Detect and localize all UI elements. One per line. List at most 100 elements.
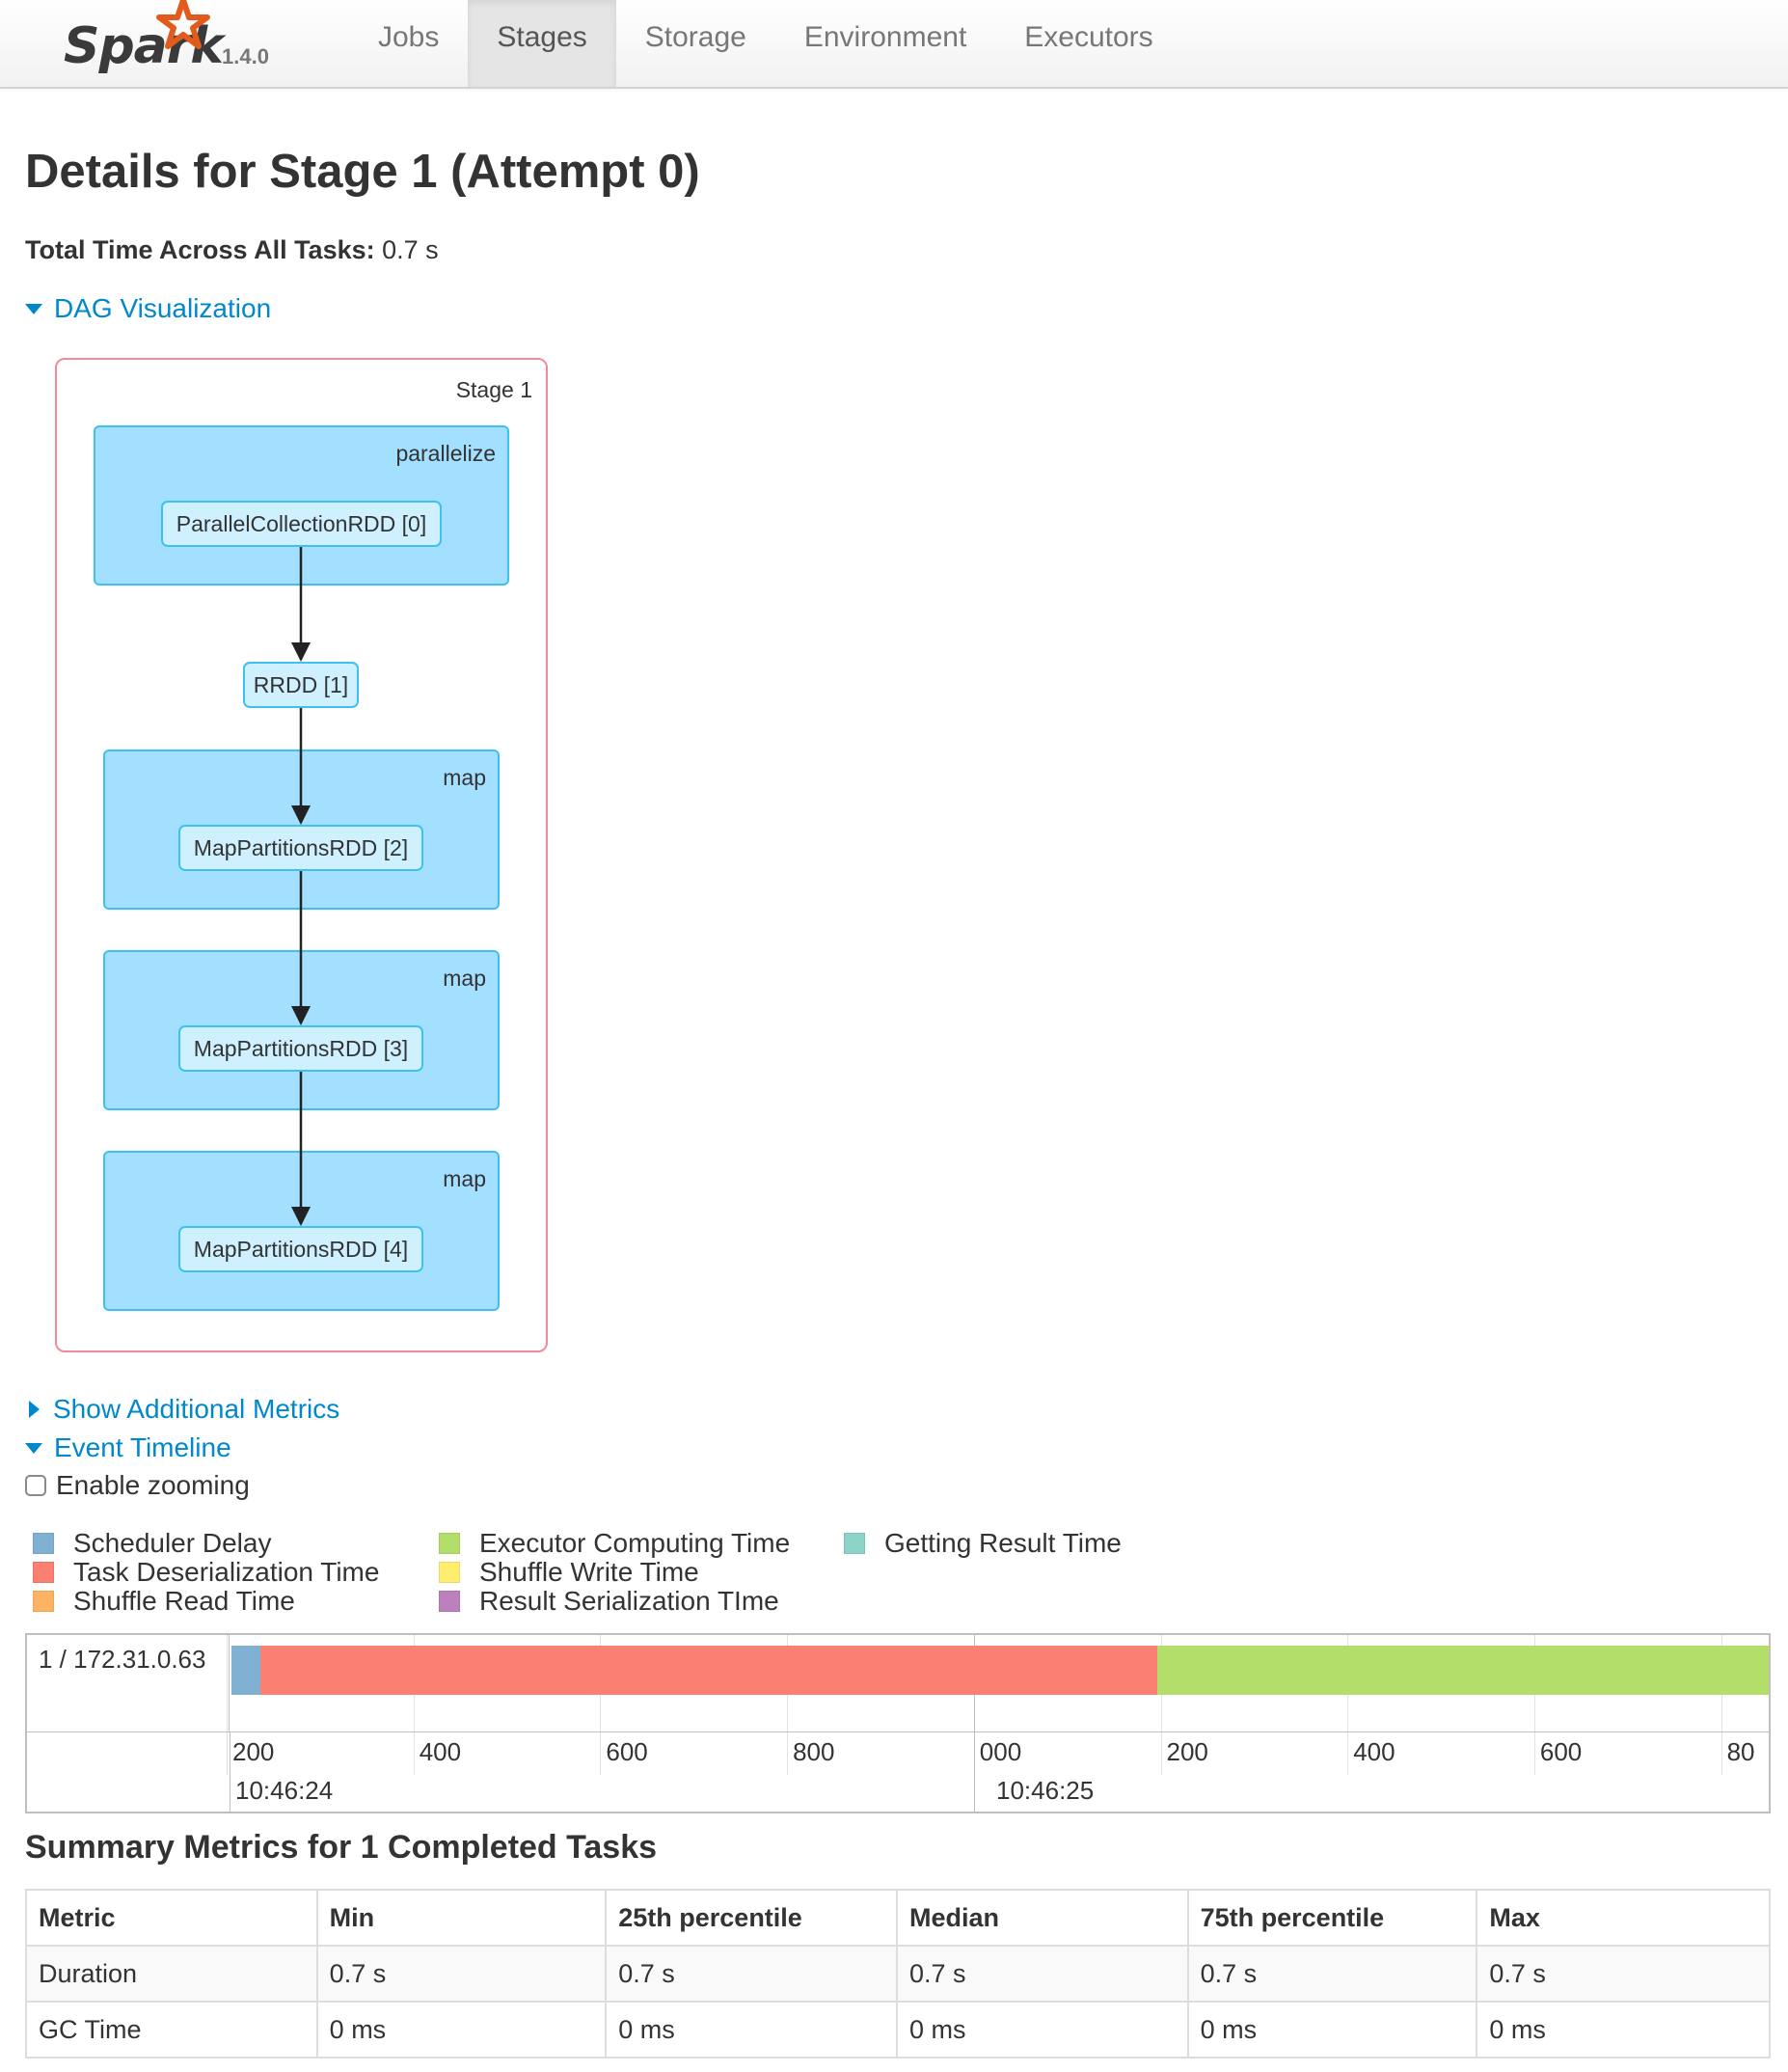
legend-swatch xyxy=(33,1591,54,1612)
spark-logo[interactable]: Spark 1.4.0 xyxy=(60,0,291,87)
cluster-label: map xyxy=(443,1166,486,1191)
timeline-gridline xyxy=(1533,1635,1535,1775)
timeline-gridline xyxy=(1347,1635,1349,1775)
event-timeline[interactable]: 1 / 172.31.0.63 200 400 600 800 000 200 400 600… xyxy=(25,1633,1771,1813)
event-timeline-toggle[interactable]: Event Timeline xyxy=(25,1432,231,1463)
table-cell: 0 ms xyxy=(605,2001,898,2058)
legend-label: Shuffle Read Time xyxy=(73,1586,295,1616)
legend-swatch xyxy=(439,1533,460,1554)
summary-metrics-table: Metric Min 25th percentile Median 75th p… xyxy=(25,1889,1771,2058)
timeline-tick-label: 400 xyxy=(419,1737,462,1766)
legend-executor-computing: Executor Computing Time xyxy=(439,1528,790,1559)
table-cell: 0.7 s xyxy=(895,1945,1189,2003)
legend-shuffle-read: Shuffle Read Time xyxy=(33,1586,295,1617)
column-header-metric[interactable]: Metric xyxy=(25,1889,318,1947)
timeline-tick-label: 400 xyxy=(1353,1737,1395,1766)
version-label: 1.4.0 xyxy=(222,44,269,68)
legend-swatch xyxy=(439,1591,460,1612)
legend-scheduler-delay: Scheduler Delay xyxy=(33,1528,271,1559)
timeline-major-label: 10:46:24 xyxy=(235,1776,334,1805)
timeline-major-label: 10:46:25 xyxy=(996,1776,1095,1805)
rdd-node-parallel-collection[interactable]: ParallelCollectionRDD [0] xyxy=(161,501,442,547)
cluster-label: map xyxy=(443,765,486,790)
timeline-gridline xyxy=(227,1635,228,1775)
table-cell: 0.7 s xyxy=(315,1945,608,2003)
caret-down-icon xyxy=(25,1442,42,1454)
timeline-tick-label: 600 xyxy=(606,1737,648,1766)
tab-storage[interactable]: Storage xyxy=(644,21,746,53)
tab-jobs[interactable]: Jobs xyxy=(378,21,440,53)
timeline-tick-label: 800 xyxy=(793,1737,835,1766)
show-additional-metrics-toggle[interactable]: Show Additional Metrics xyxy=(25,1394,339,1425)
timeline-gridline xyxy=(1160,1635,1162,1775)
rdd-node-map-partitions-2[interactable]: MapPartitionsRDD [2] xyxy=(178,825,423,871)
stage-label: Stage 1 xyxy=(455,377,532,402)
timeline-task-segment[interactable] xyxy=(260,1646,1157,1695)
navbar: Spark 1.4.0 Jobs Stages Storage Environm… xyxy=(0,0,1788,89)
table-cell: 0.7 s xyxy=(1476,1945,1771,2003)
enable-zooming-label: Enable zooming xyxy=(56,1470,250,1500)
rdd-node-map-partitions-3[interactable]: MapPartitionsRDD [3] xyxy=(178,1025,423,1072)
spark-star-icon xyxy=(156,0,210,49)
timeline-tick-label: 200 xyxy=(1166,1737,1208,1766)
legend-label: Task Deserialization Time xyxy=(73,1557,380,1587)
timeline-gridline xyxy=(973,1635,975,1812)
timeline-tick-label: 80 xyxy=(1726,1737,1755,1766)
table-row: Duration 0.7 s 0.7 s 0.7 s 0.7 s 0.7 s xyxy=(25,1945,1771,2003)
timeline-gridline xyxy=(413,1635,415,1775)
column-header-75th-percentile[interactable]: 75th percentile xyxy=(1186,1889,1478,1947)
tab-environment[interactable]: Environment xyxy=(803,21,967,53)
legend-label: Getting Result Time xyxy=(884,1528,1122,1558)
column-header-min[interactable]: Min xyxy=(315,1889,608,1947)
legend-label: Executor Computing Time xyxy=(479,1528,791,1558)
legend-label: Shuffle Write Time xyxy=(479,1557,699,1587)
timeline-task-segment[interactable] xyxy=(1156,1646,1769,1695)
timeline-tick-label: 600 xyxy=(1539,1737,1583,1766)
legend-swatch xyxy=(844,1533,865,1554)
page-title: Details for Stage 1 (Attempt 0) xyxy=(25,146,700,198)
table-cell: 0 ms xyxy=(315,2001,608,2058)
table-row: GC Time 0 ms 0 ms 0 ms 0 ms 0 ms xyxy=(25,2001,1771,2058)
timeline-task-segment[interactable] xyxy=(231,1646,261,1695)
legend-shuffle-write: Shuffle Write Time xyxy=(439,1557,699,1588)
nav-tabs: Jobs Stages Storage Environment Executor… xyxy=(349,0,1182,87)
timeline-gridline xyxy=(787,1635,789,1775)
column-header-median[interactable]: Median xyxy=(895,1889,1189,1947)
enable-zooming: Enable zooming xyxy=(25,1470,250,1501)
event-timeline-label: Event Timeline xyxy=(54,1432,231,1462)
total-time-label: Total Time Across All Tasks: xyxy=(25,235,375,264)
rdd-node-map-partitions-4[interactable]: MapPartitionsRDD [4] xyxy=(178,1226,423,1272)
legend-label: Result Serialization TIme xyxy=(479,1586,779,1616)
tab-stages[interactable]: Stages xyxy=(468,0,616,87)
table-cell: 0.7 s xyxy=(1186,1945,1478,2003)
table-cell: 0 ms xyxy=(895,2001,1189,2058)
legend-getting-result: Getting Result Time xyxy=(844,1528,1122,1559)
executor-label: 1 / 172.31.0.63 xyxy=(39,1645,206,1674)
show-additional-metrics-label: Show Additional Metrics xyxy=(53,1394,340,1424)
timeline-group-label-cell: 1 / 172.31.0.63 xyxy=(27,1635,230,1731)
column-header-max[interactable]: Max xyxy=(1476,1889,1771,1947)
table-cell: 0.7 s xyxy=(605,1945,898,2003)
table-cell: 0 ms xyxy=(1476,2001,1771,2058)
timeline-tick-label: 000 xyxy=(979,1737,1022,1766)
cluster-label: parallelize xyxy=(395,441,496,466)
enable-zooming-checkbox[interactable] xyxy=(25,1475,46,1496)
caret-right-icon xyxy=(29,1401,40,1418)
dag-visualization-label: DAG Visualization xyxy=(54,293,272,323)
legend-label: Scheduler Delay xyxy=(73,1528,272,1558)
timeline-tick-label: 200 xyxy=(232,1737,275,1766)
table-cell: 0 ms xyxy=(1186,2001,1478,2058)
timeline-divider xyxy=(27,1731,1769,1732)
legend-swatch xyxy=(33,1562,54,1583)
column-header-25th-percentile[interactable]: 25th percentile xyxy=(605,1889,898,1947)
rdd-node-rrdd[interactable]: RRDD [1] xyxy=(243,662,359,708)
legend-swatch xyxy=(439,1562,460,1583)
summary-title: Summary Metrics for 1 Completed Tasks xyxy=(25,1829,658,1866)
tab-executors[interactable]: Executors xyxy=(1024,21,1153,53)
table-cell: GC Time xyxy=(25,2001,318,2058)
dag-visualization-toggle[interactable]: DAG Visualization xyxy=(25,293,271,324)
table-header-row: Metric Min 25th percentile Median 75th p… xyxy=(25,1889,1771,1947)
legend-swatch xyxy=(33,1533,54,1554)
cluster-label: map xyxy=(443,966,486,991)
total-time: Total Time Across All Tasks: 0.7 s xyxy=(25,235,439,265)
